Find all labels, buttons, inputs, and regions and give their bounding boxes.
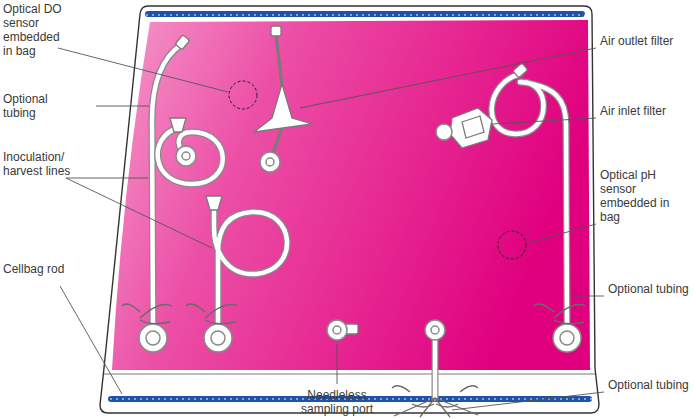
part-label: Optical pH sensor embedded in bag xyxy=(600,168,692,224)
part-label: Optional tubing xyxy=(608,378,692,392)
sampling-port xyxy=(327,320,358,340)
part-label: Optical DO sensor embedded in bag xyxy=(3,2,69,58)
part-label: Optional tubing xyxy=(3,92,61,120)
part-label: Cellbag rod xyxy=(3,262,83,276)
bottom-ports xyxy=(122,304,586,352)
part-label: Air inlet filter xyxy=(600,104,692,118)
bag-outline xyxy=(100,6,599,413)
part-label: Inoculation/ harvest lines xyxy=(3,150,75,178)
part-label: Optional tubing xyxy=(608,282,692,296)
optional-tubing xyxy=(392,320,478,417)
optional-tubing xyxy=(492,63,567,326)
air-outlet-filter xyxy=(254,26,312,172)
optional-tubing xyxy=(158,118,223,184)
inoculation-line xyxy=(206,196,287,326)
bag-medium xyxy=(112,20,590,370)
part-label: Needleless sampling port xyxy=(282,388,392,416)
ph-sensor xyxy=(498,231,526,259)
part-label: Air outlet filter xyxy=(600,34,692,48)
bag-seam xyxy=(104,374,595,375)
cellbag-rod xyxy=(145,11,585,17)
do-sensor xyxy=(229,81,257,109)
air-inlet-filter xyxy=(436,108,492,148)
leader-lines xyxy=(58,48,604,410)
